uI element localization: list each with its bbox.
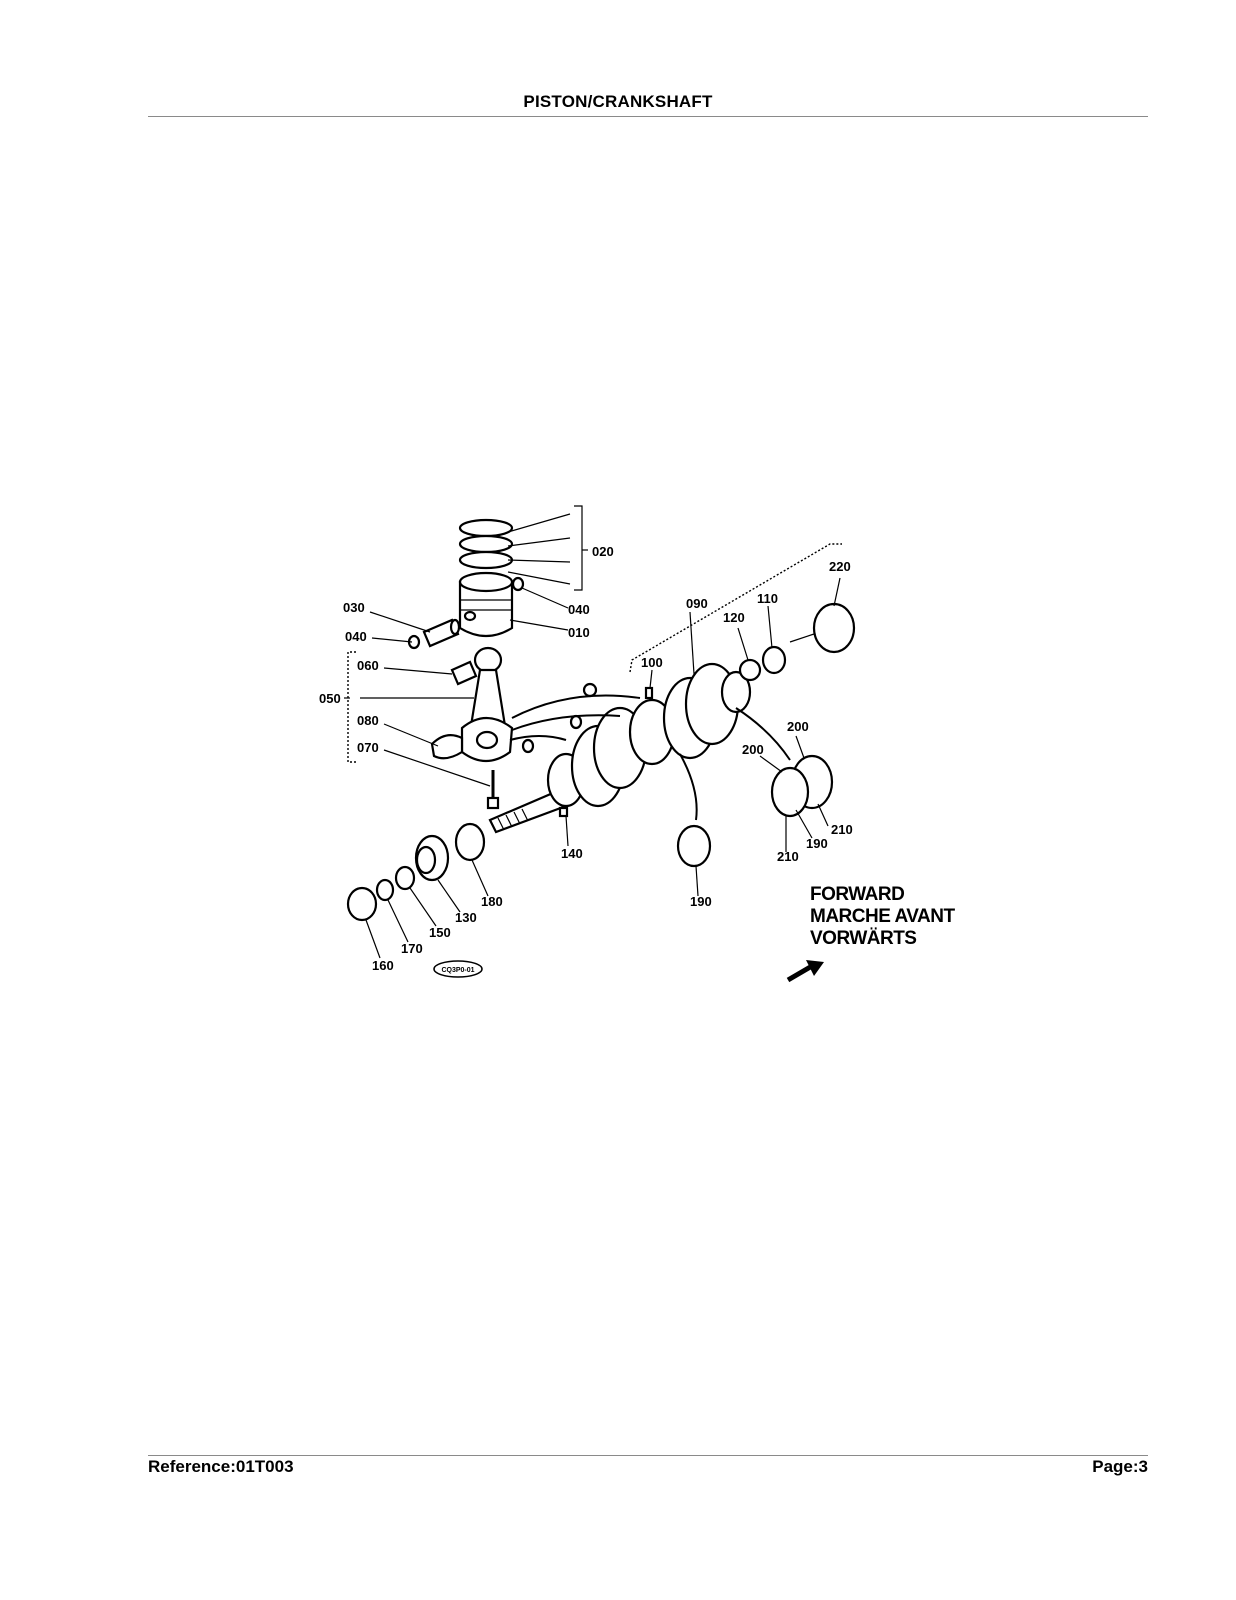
gear-key <box>558 806 569 818</box>
oring-170 <box>375 878 395 902</box>
label-020: 020 <box>592 544 614 559</box>
label-160: 160 <box>372 958 394 973</box>
assembly-arrow-5 <box>735 707 791 761</box>
bushing-small-3 <box>521 738 535 754</box>
label-220: 220 <box>829 559 851 574</box>
footer-divider <box>148 1455 1148 1456</box>
label-030: 030 <box>343 600 365 615</box>
assembly-arrow-4 <box>679 753 698 821</box>
leader-lines <box>344 505 842 959</box>
label-210-right: 210 <box>831 822 853 837</box>
label-050: 050 <box>319 691 341 706</box>
page-title: PISTON/CRANKSHAFT <box>523 92 713 111</box>
bushing-small-1 <box>582 682 598 698</box>
front-bearing <box>454 822 486 862</box>
bearing-120 <box>738 658 762 682</box>
label-200-top: 200 <box>787 719 809 734</box>
drawing-code-tag: CQ3P0-01 <box>433 960 483 978</box>
header-divider <box>148 116 1148 117</box>
forward-text-fr: MARCHE AVANT <box>810 906 955 927</box>
label-090: 090 <box>686 596 708 611</box>
label-080: 080 <box>357 713 379 728</box>
page-number: Page:3 <box>1092 1457 1148 1476</box>
label-190-bottom: 190 <box>690 894 712 909</box>
label-140: 140 <box>561 846 583 861</box>
label-200-left: 200 <box>742 742 764 757</box>
crank-gear <box>414 834 450 882</box>
forward-direction-note: FORWARD MARCHE AVANT VORWÄRTS <box>810 884 956 949</box>
forward-text-en: FORWARD <box>810 884 904 905</box>
assembly-arrow-1 <box>511 694 641 719</box>
assembly-arrow-3 <box>509 735 567 741</box>
label-040-right: 040 <box>568 602 590 617</box>
main-bearing-case <box>770 754 834 818</box>
assembly-arrow-2 <box>511 714 621 731</box>
label-070: 070 <box>357 740 379 755</box>
reference-number: Reference:01T003 <box>148 1457 294 1476</box>
conrod-bolt <box>486 770 500 810</box>
label-210-left: 210 <box>777 849 799 864</box>
collar-150 <box>394 865 416 891</box>
piston-pin <box>422 618 461 648</box>
connecting-rod <box>460 646 514 763</box>
bearing-110 <box>761 645 787 675</box>
drawing-code-text: CQ3P0-01 <box>441 967 474 974</box>
label-010: 010 <box>568 625 590 640</box>
forward-arrow-icon <box>786 960 824 983</box>
label-130: 130 <box>455 910 477 925</box>
circlip-right <box>511 576 525 592</box>
label-180: 180 <box>481 894 503 909</box>
piston <box>458 571 514 638</box>
seal-160 <box>346 886 378 922</box>
small-end-bushing <box>450 660 478 686</box>
label-110: 110 <box>757 591 778 606</box>
bushing-small-2 <box>569 714 583 730</box>
label-040-left: 040 <box>345 629 367 644</box>
forward-text-de: VORWÄRTS <box>810 928 916 949</box>
main-bearing-190 <box>676 824 712 868</box>
label-100: 100 <box>641 655 663 670</box>
crankshaft <box>488 662 752 834</box>
label-170: 170 <box>401 941 423 956</box>
label-120: 120 <box>723 610 745 625</box>
label-150: 150 <box>429 925 451 940</box>
oil-seal-220 <box>812 602 856 654</box>
piston-rings <box>458 518 514 570</box>
label-190-right: 190 <box>806 836 828 851</box>
crank-key <box>644 686 654 700</box>
label-060: 060 <box>357 658 379 673</box>
conrod-bearing <box>430 733 464 760</box>
